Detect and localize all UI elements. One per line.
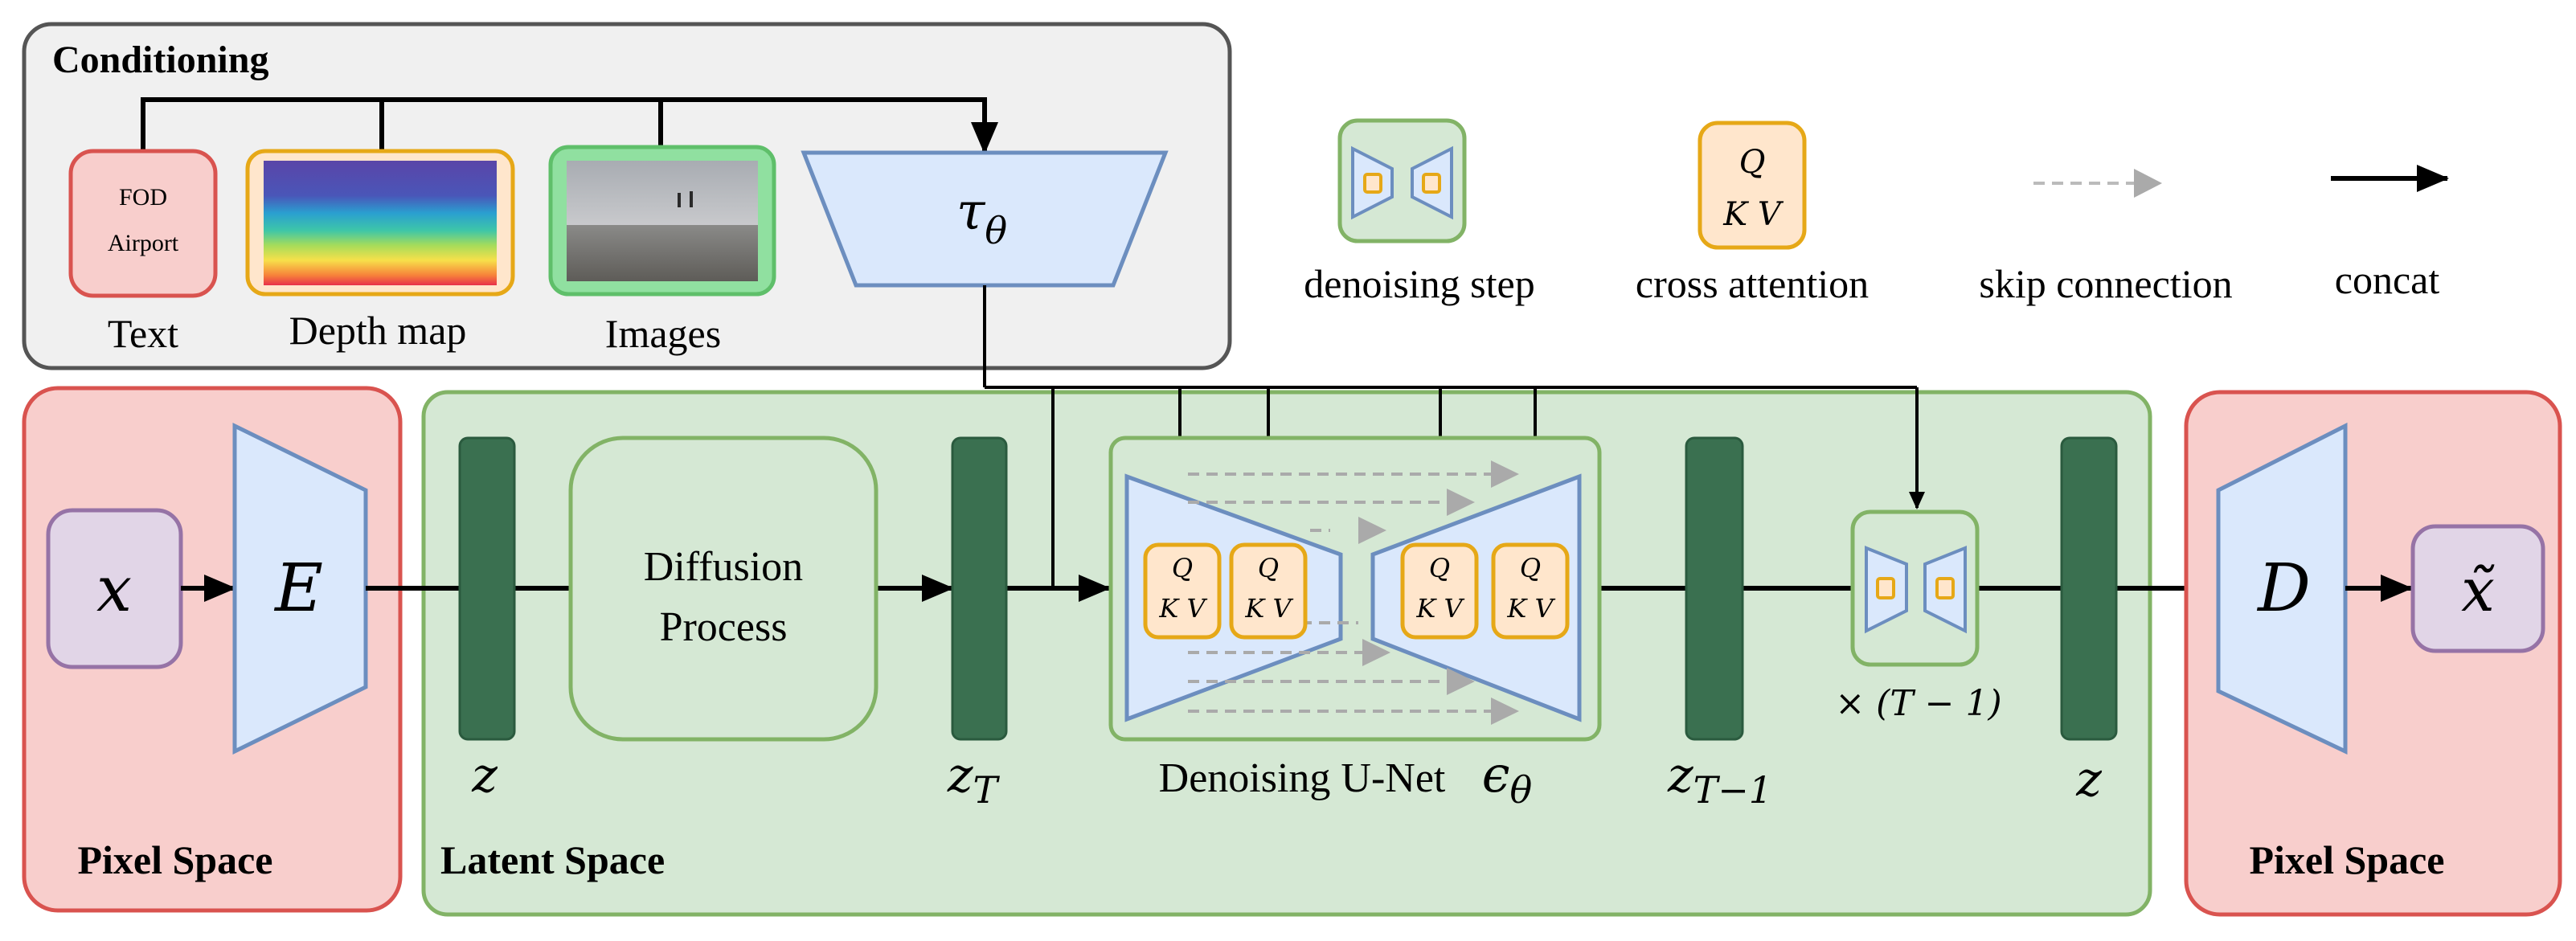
denoising-unet: Q K V Q K V Q K V Q K V: [1108, 436, 1602, 812]
attention-kv: K V: [1415, 593, 1464, 624]
mini-attention-icon: [1422, 173, 1441, 194]
legend-skip-connection: skip connection: [1979, 169, 2233, 306]
cross-attention-icon: [1698, 121, 1807, 250]
attention-kv: K V: [1244, 593, 1293, 624]
latent-z-end-label: z: [2075, 751, 2102, 808]
text-condition-box: [68, 149, 218, 298]
repeat-step-box: [1850, 509, 1980, 667]
input-x-symbol: x: [96, 554, 132, 626]
attention-q: Q: [1172, 553, 1193, 583]
airport-photo-ground: [567, 225, 758, 281]
attention-q: Q: [1429, 553, 1450, 583]
attention-block-4: Q K V: [1491, 542, 1570, 640]
conditioning-panel: Conditioning FOD Airport Text Depth map: [22, 22, 1232, 370]
attention-block-2: Q K V: [1229, 542, 1308, 640]
legend-cross-attention: Q K V cross attention: [1636, 121, 1869, 306]
repeat-attention-icon: [1876, 577, 1895, 599]
images-condition: Images: [548, 145, 776, 356]
pixel-space-right: D x̃ Pixel Space: [2184, 390, 2562, 917]
output-x-tilde-symbol: x̃: [2461, 556, 2495, 625]
tau-symbol: τθ: [956, 182, 1007, 252]
denoising-step-icon: [1337, 118, 1467, 243]
latent-z-label: z: [471, 747, 498, 804]
legend-denoising-step-label: denoising step: [1304, 261, 1534, 306]
legend: denoising step Q K V cross attention ski…: [1304, 118, 2449, 306]
decoder-symbol: D: [2256, 550, 2311, 627]
attention-block-1: Q K V: [1143, 542, 1222, 640]
diffusion-process-line-1: Diffusion: [644, 544, 803, 590]
encoder-trapezoid: [232, 422, 368, 755]
legend-denoising-step: denoising step: [1304, 118, 1535, 306]
text-condition-line-1: FOD: [119, 184, 167, 211]
legend-kv: K V: [1722, 196, 1784, 233]
legend-concat: concat: [2331, 165, 2449, 302]
unet-label: Denoising U-Net: [1159, 755, 1446, 801]
images-label: Images: [605, 311, 721, 356]
conditioning-title: Conditioning: [52, 39, 268, 81]
legend-cross-attention-label: cross attention: [1636, 261, 1869, 306]
text-condition-line-2: Airport: [108, 230, 179, 256]
repeat-count-label: × (T − 1): [1835, 683, 2001, 724]
mini-attention-icon: [1363, 173, 1382, 194]
tau-encoder: τθ: [801, 150, 1169, 288]
latent-space: z Diffusion Process zT: [366, 285, 2218, 917]
attention-block-box: [1229, 542, 1308, 640]
output-x-tilde-box: [2410, 524, 2545, 653]
repeated-denoising-step: × (T − 1): [1835, 509, 2002, 724]
depth-map-condition: Depth map: [245, 149, 515, 353]
tau-trapezoid: [801, 150, 1169, 288]
encoder-symbol: E: [273, 550, 323, 627]
airport-photo-figure: [678, 193, 681, 207]
text-condition-label: Text: [108, 311, 178, 356]
attention-q: Q: [1258, 553, 1279, 583]
depth-map-image: [264, 161, 497, 285]
legend-q: Q: [1739, 144, 1766, 181]
latent-z-end-bar: [2060, 436, 2118, 741]
airport-photo-sky: [567, 161, 758, 225]
unet-skip-connections: [1188, 473, 1491, 713]
attention-block-box: [1143, 542, 1222, 640]
decoder-trapezoid: [2216, 422, 2348, 755]
legend-skip-connection-label: skip connection: [1979, 261, 2232, 306]
unet-attention-blocks: Q K V Q K V Q K V Q K V: [1143, 542, 1570, 640]
airport-photo-figure: [690, 191, 693, 207]
attention-kv: K V: [1506, 593, 1555, 624]
repeat-attention-icon: [1935, 577, 1955, 599]
pixel-space-right-title: Pixel Space: [2249, 837, 2444, 882]
unet-skip-arrowheads: [1358, 460, 1519, 725]
skip-arrowhead-icon: [2134, 169, 2162, 198]
attention-q: Q: [1520, 553, 1541, 583]
legend-concat-label: concat: [2335, 257, 2440, 302]
depth-map-label: Depth map: [289, 308, 467, 353]
conditioning-connectors: [141, 97, 998, 154]
text-condition: FOD Airport Text: [68, 149, 218, 356]
attention-block-box: [1400, 542, 1479, 640]
latent-zT1-bar: [1685, 436, 1744, 741]
latent-zT-label: zT: [947, 747, 1001, 812]
unet-epsilon: ϵθ: [1482, 745, 1532, 812]
attention-block-3: Q K V: [1400, 542, 1479, 640]
latent-space-title: Latent Space: [440, 837, 665, 882]
pixel-space-left: x E Pixel Space: [22, 386, 403, 913]
diffusion-process-box: [568, 436, 878, 742]
diffusion-process-line-2: Process: [660, 604, 788, 650]
pixel-space-left-title: Pixel Space: [77, 837, 272, 882]
latent-z-bar: [458, 436, 516, 741]
latent-zT1-label: zT−1: [1667, 747, 1772, 812]
attention-kv: K V: [1158, 593, 1207, 624]
attention-block-box: [1491, 542, 1570, 640]
latent-zT-bar: [951, 436, 1008, 741]
